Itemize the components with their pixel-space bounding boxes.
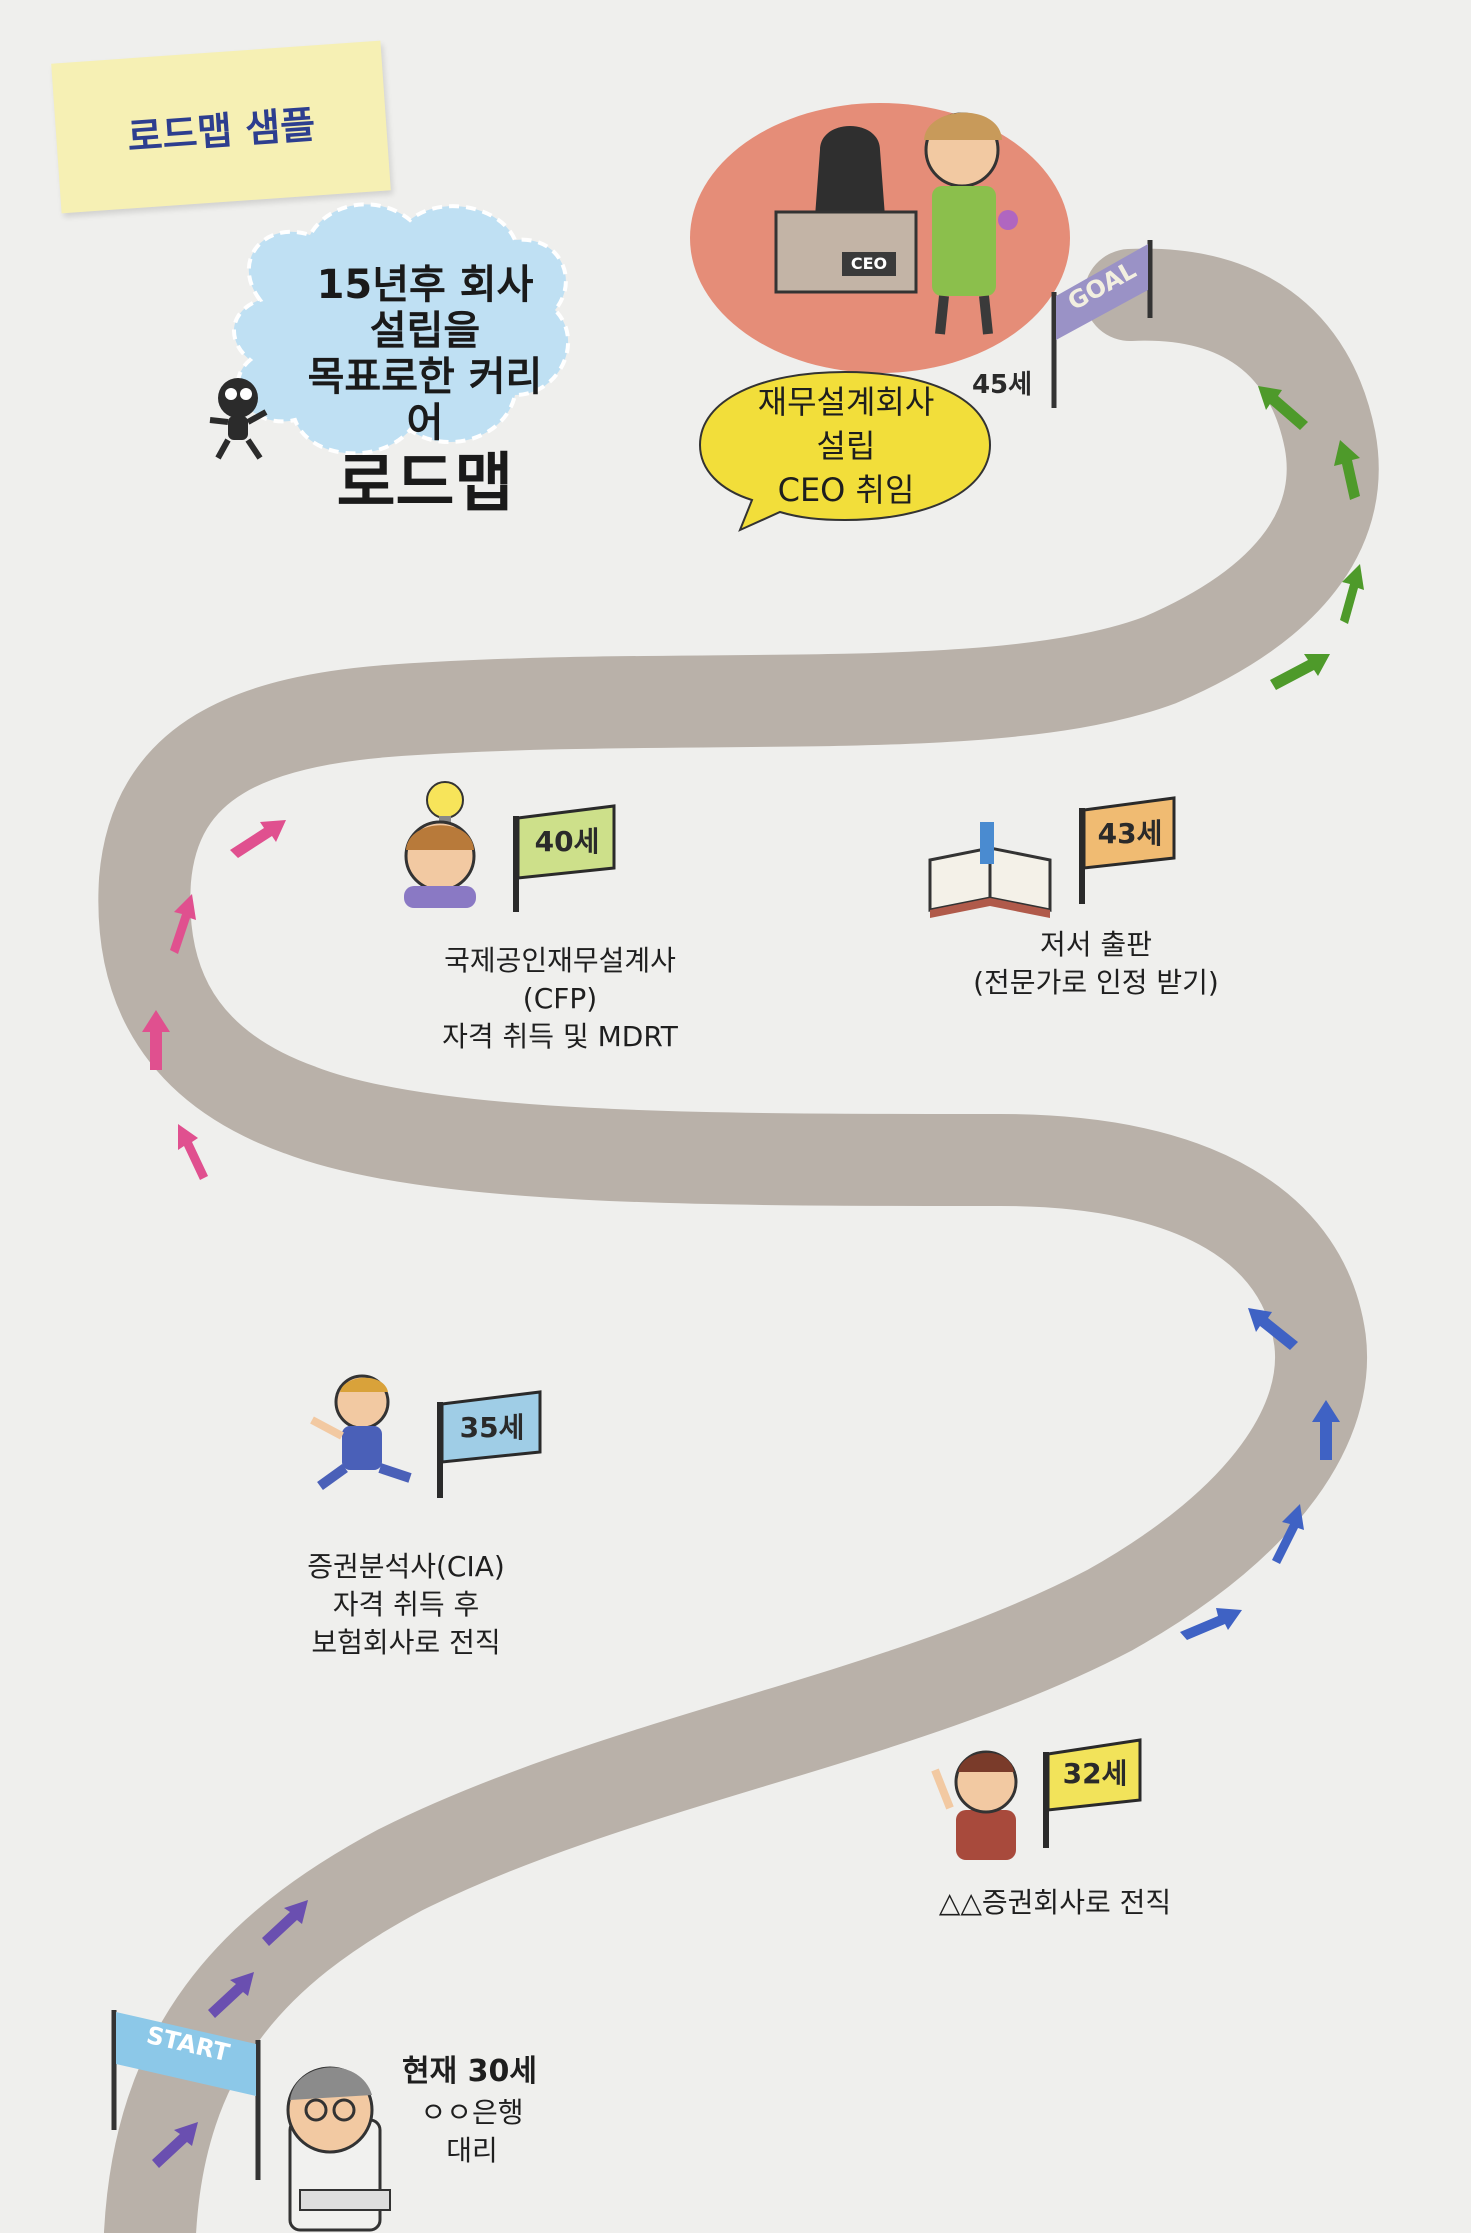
- milestone-35-desc: 증권분석사(CIA) 자격 취득 후 보험회사로 전직: [307, 1550, 505, 1659]
- character-banker: [286, 2066, 391, 2232]
- ceo-scene: [774, 112, 1018, 335]
- character-pointing: [931, 1750, 1018, 1860]
- milestone-30-age: 현재 30세: [402, 2054, 537, 2089]
- header-sticky-note: 로드맵 샘플: [51, 40, 391, 214]
- mascot-figure: [209, 378, 268, 460]
- ceo-sign-label: CEO: [850, 254, 888, 273]
- intro-line-3: 로드맵: [336, 447, 514, 521]
- intro-title: 15년후 회사설립을 목표로한 커리어 로드맵: [300, 262, 550, 522]
- start-banner: [111, 2010, 261, 2180]
- character-idea: [404, 781, 476, 908]
- intro-line-1: 15년후 회사설립을: [316, 262, 534, 354]
- milestone-32-desc: △△증권회사로 전직: [938, 1886, 1172, 1919]
- milestone-43-desc: 저서 출판 (전문가로 인정 받기): [973, 928, 1219, 999]
- flag-40: [513, 804, 616, 912]
- arrows-green: [1258, 386, 1364, 690]
- arrows-blue: [1180, 1308, 1340, 1640]
- flag-32: [1043, 1738, 1142, 1848]
- flag-35: [437, 1390, 542, 1498]
- milestone-40-desc: 국제공인재무설계사 (CFP) 자격 취득 및 MDRT: [442, 944, 678, 1053]
- milestone-45-age: 45세: [971, 370, 1033, 400]
- milestone-32-age: 32세: [1062, 1757, 1128, 1790]
- arrows-pink: [142, 820, 286, 1180]
- milestone-40-age: 40세: [534, 825, 600, 858]
- milestone-35-age: 35세: [459, 1411, 525, 1444]
- arrows-purple: [152, 1900, 308, 2168]
- flag-43: [1079, 796, 1176, 904]
- goal-banner: [1051, 240, 1153, 408]
- milestone-30-desc: ㅇㅇ은행 대리: [420, 2096, 524, 2167]
- milestone-43-age: 43세: [1097, 817, 1163, 850]
- speech-bubble: [698, 370, 992, 532]
- milestone-45-desc: 재무설계회사 설립 CEO 취임: [757, 383, 935, 509]
- winding-road: [98, 248, 1379, 2233]
- page-title: 로드맵 샘플: [125, 101, 317, 159]
- book-illustration: [928, 822, 1052, 918]
- intro-line-2: 목표로한 커리어: [307, 354, 543, 446]
- character-runner: [310, 1374, 412, 1491]
